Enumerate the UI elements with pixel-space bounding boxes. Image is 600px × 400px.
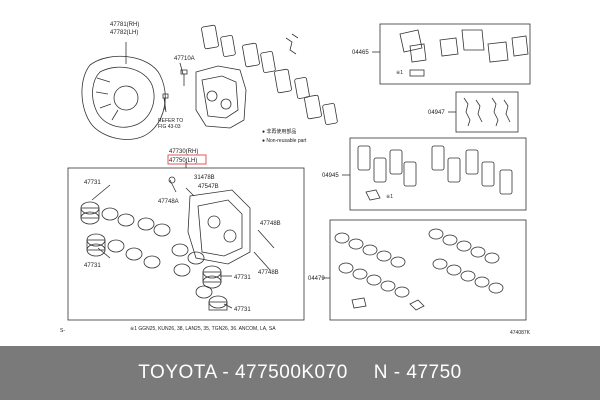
box-04945 <box>349 137 527 211</box>
label-refer: REFER TO <box>158 118 183 124</box>
label-04945: 04945 <box>322 173 339 179</box>
dust-shield-drawing <box>81 55 166 140</box>
label-page-mark: S- <box>60 328 65 334</box>
label-47731-a: 47731 <box>84 180 101 186</box>
box-04465 <box>379 23 531 85</box>
box-04479-seals <box>334 228 504 311</box>
label-bolt: 47710A <box>174 56 195 62</box>
parts-diagram: 47781(RH) 47782(LH) 47710A REFER TO FIG … <box>60 22 531 336</box>
label-mark-1: ※1 <box>396 70 403 76</box>
box-04947-clips <box>463 97 511 127</box>
label-04479: 04479 <box>308 276 325 282</box>
main-caliper-drawing <box>168 176 275 271</box>
label-47748a: 47748A <box>158 199 179 205</box>
reference-number: N - 47750 <box>373 362 462 383</box>
box-04465-pads <box>399 29 529 77</box>
label-04947: 04947 <box>428 110 445 116</box>
upper-caliper-drawing <box>195 65 247 129</box>
label-04465: 04465 <box>352 50 369 56</box>
label-47731-d: 47731 <box>234 307 251 313</box>
part-number-banner: TOYOTA - 477500K070 N - 47750 <box>0 346 600 400</box>
box-04479 <box>329 219 527 321</box>
label-47748b-a: 47748B <box>260 221 281 227</box>
label-caliper-assy-lh: 47750(LH) <box>169 158 197 164</box>
label-nonreusable-en: ● Non-reusable part <box>262 138 307 144</box>
upper-pads-drawing <box>201 24 338 125</box>
label-47547b: 47547B <box>198 184 219 190</box>
label-caliper-assy-rh: 47730(RH) <box>169 149 198 155</box>
label-47731-c: 47731 <box>234 275 251 281</box>
pistons-seals-drawing <box>80 201 228 311</box>
label-mark-2: ※1 <box>386 194 393 200</box>
label-47731-b: 47731 <box>84 263 101 269</box>
label-refer-fig: FIG 43-03 <box>158 124 181 130</box>
highlight-box <box>167 154 207 165</box>
label-diagram-code: 474087K <box>510 330 531 336</box>
label-31478b: 31478B <box>194 175 215 181</box>
label-shield-rh: 47781(RH) <box>110 22 139 28</box>
box-04945-pads <box>357 145 513 201</box>
bolt-drawing <box>162 69 188 110</box>
label-shield-lh: 47782(LH) <box>110 30 138 36</box>
label-nonreusable-jp: ● 非再使用部品 <box>262 128 296 135</box>
brand-part-number: TOYOTA - 477500K070 <box>138 362 348 383</box>
box-04947 <box>455 91 519 133</box>
label-applicability-note: ※1 GGN25, KUN26, 38, LAN25, 35, TGN26, 3… <box>130 326 276 332</box>
label-47748b-b: 47748B <box>258 270 279 276</box>
